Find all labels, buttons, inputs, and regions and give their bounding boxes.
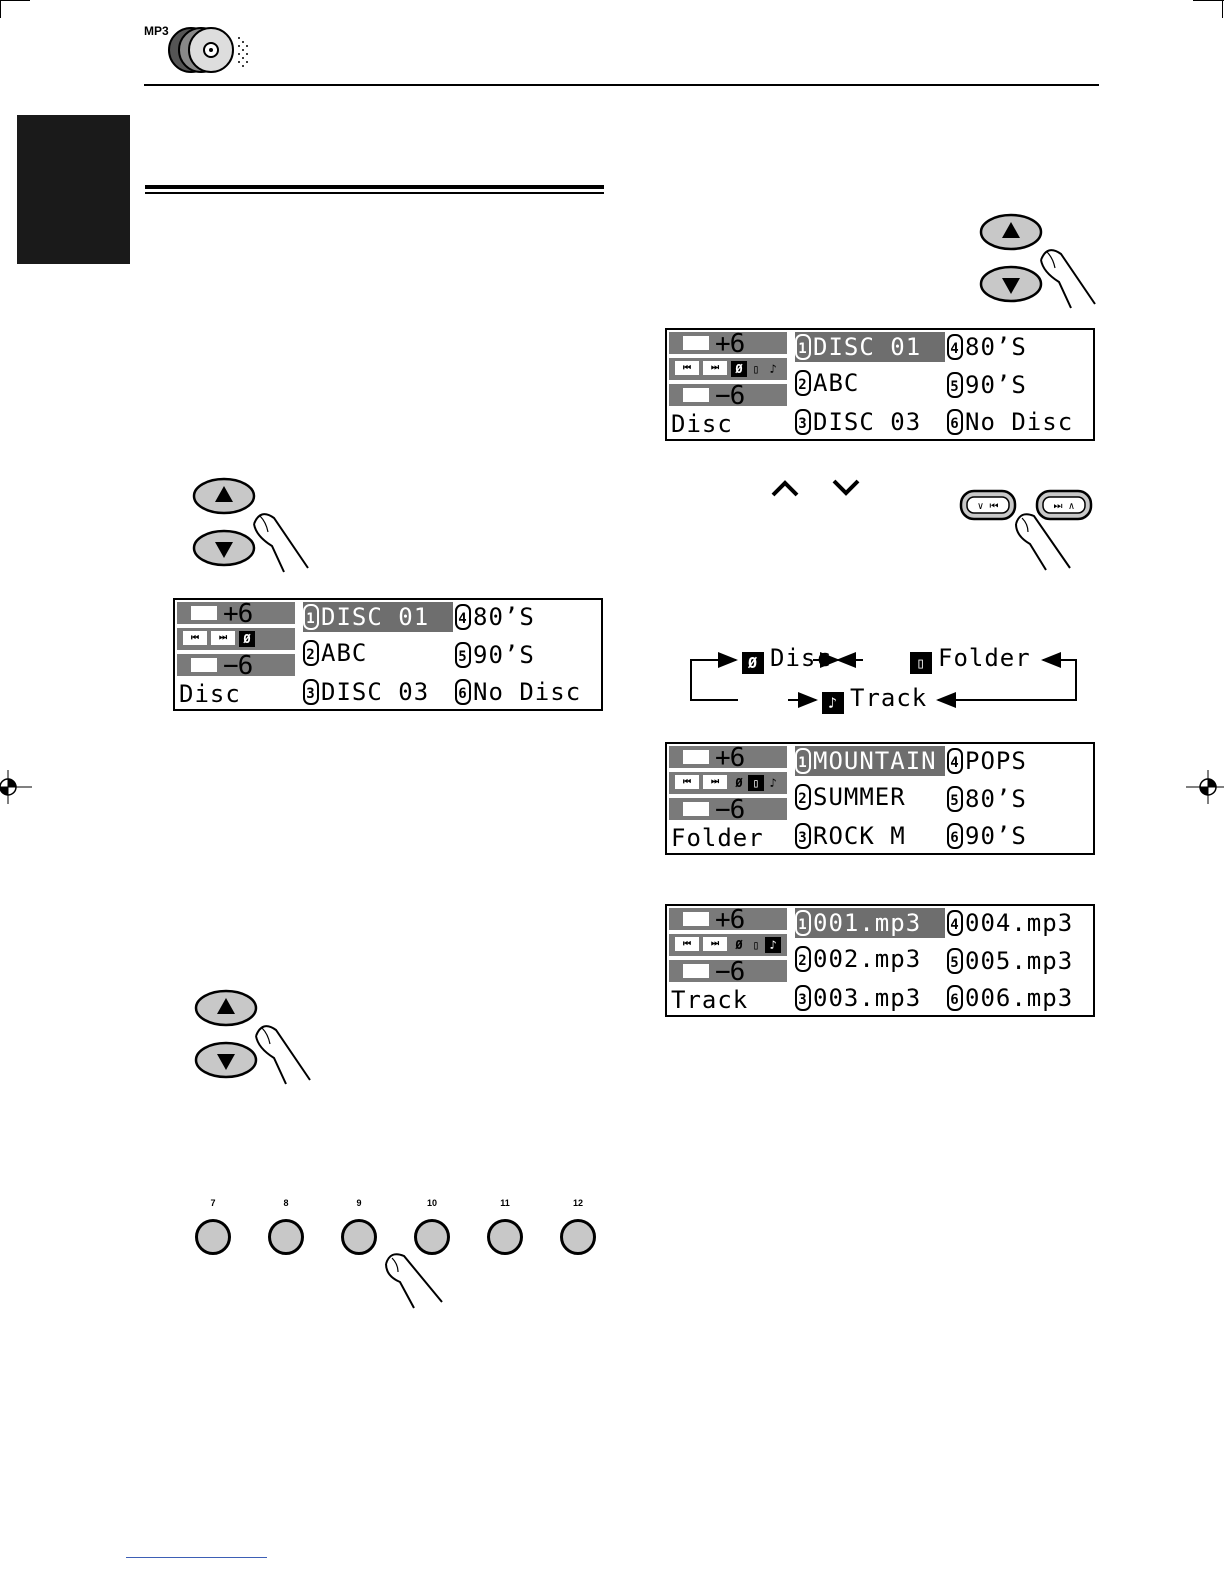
up-down-buttons-icon[interactable]	[975, 210, 1105, 310]
number-button-10[interactable]	[414, 1219, 450, 1255]
down-arrow-icon	[683, 388, 709, 402]
lcd-mode-label: Folder	[671, 824, 764, 852]
number-button-label: 12	[572, 1198, 583, 1208]
up-arrow-icon	[191, 606, 217, 620]
language-tab	[17, 115, 130, 264]
lcd-mode-label: Track	[671, 986, 749, 1014]
footer-line	[126, 1557, 267, 1558]
crop-mark	[0, 0, 30, 1]
track-mode-icon: ♪	[765, 937, 781, 953]
down-arrow-icon	[683, 964, 709, 978]
crop-mark	[0, 0, 1, 18]
number-button-label: 10	[426, 1198, 437, 1208]
folder-mode-icon: ▯	[752, 938, 760, 952]
mode-track: ♪Track	[822, 684, 927, 714]
up-arrow-icon	[683, 750, 709, 764]
folder-mode-icon: ▯	[748, 775, 764, 791]
track-mode-icon: ♪	[769, 776, 777, 790]
finger-icon	[385, 1253, 443, 1309]
section-rule	[145, 185, 604, 189]
skip-back-icon: ⏮	[675, 937, 699, 951]
skip-forward-icon: ⏭	[703, 775, 727, 789]
up-arrow-icon	[683, 912, 709, 926]
down-arrow-icon	[683, 802, 709, 816]
svg-text:⏭ ∧: ⏭ ∧	[1053, 501, 1074, 512]
number-button-11[interactable]	[487, 1219, 523, 1255]
mp3-disc-icon	[168, 27, 248, 73]
number-button-7[interactable]	[195, 1219, 231, 1255]
disc-mode-icon: Ø	[735, 776, 743, 790]
up-arrow-icon	[683, 336, 709, 350]
header-rule	[144, 84, 1099, 86]
section-rule	[145, 192, 604, 194]
folder-mode-icon: ▯	[910, 652, 932, 674]
number-button-9[interactable]	[341, 1219, 377, 1255]
crop-mark	[1222, 0, 1223, 18]
chevron-down-icon	[832, 479, 860, 496]
lcd-mode-label: Disc	[671, 410, 733, 438]
svg-text:∨ ⏮: ∨ ⏮	[977, 501, 998, 512]
number-button-label: 11	[500, 1198, 510, 1208]
track-mode-icon: ♪	[822, 692, 844, 714]
skip-buttons-icon[interactable]: ∨ ⏮ ⏭ ∧	[958, 488, 1094, 572]
chevron-up-icon	[771, 480, 799, 497]
number-button-12[interactable]	[560, 1219, 596, 1255]
crop-mark	[1193, 0, 1224, 1]
disc-mode-icon: Ø	[735, 938, 743, 952]
registration-mark-icon	[1186, 770, 1224, 804]
disc-mode-icon: Ø	[742, 652, 764, 674]
mp3-badge: MP3	[144, 24, 169, 38]
up-down-buttons-icon[interactable]	[190, 986, 320, 1086]
mode-cycle-arrows	[690, 652, 1077, 708]
up-down-buttons-icon[interactable]	[188, 474, 318, 574]
down-arrow-icon	[191, 658, 217, 672]
lcd-mode-label: Disc	[179, 680, 241, 708]
skip-forward-icon: ⏭	[703, 361, 727, 375]
skip-forward-icon: ⏭	[703, 937, 727, 951]
mode-folder: ▯Folder	[910, 644, 1031, 674]
skip-back-icon: ⏮	[675, 361, 699, 375]
registration-mark-icon	[0, 770, 32, 804]
number-button-label: 9	[356, 1198, 362, 1208]
folder-mode-icon: ▯	[752, 362, 760, 376]
skip-forward-icon: ⏭	[211, 631, 235, 645]
disc-mode-icon: Ø	[731, 361, 747, 377]
number-button-label: 8	[283, 1198, 289, 1208]
number-button-8[interactable]	[268, 1219, 304, 1255]
track-mode-icon: ♪	[769, 362, 777, 376]
skip-back-icon: ⏮	[675, 775, 699, 789]
number-button-label: 7	[210, 1198, 216, 1208]
skip-back-icon: ⏮	[183, 631, 207, 645]
disc-mode-icon: Ø	[239, 631, 255, 647]
